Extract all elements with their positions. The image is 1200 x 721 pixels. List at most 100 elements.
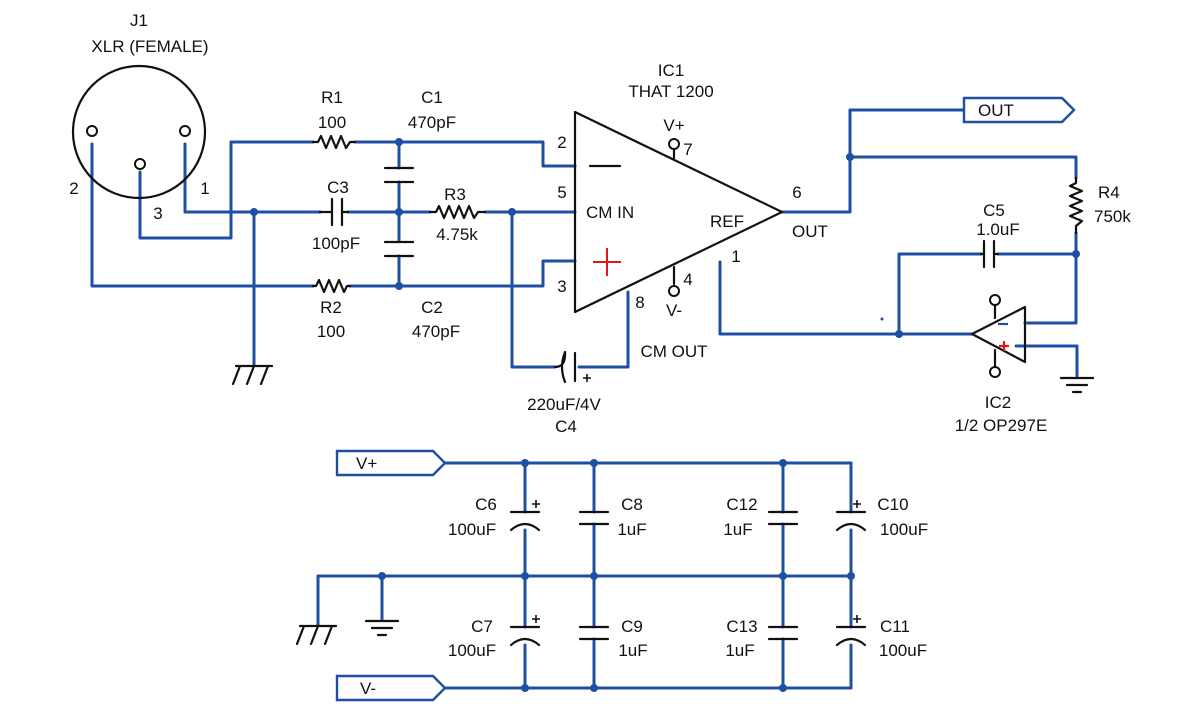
resistor-r2: R2 100 — [311, 278, 352, 341]
ic1-pin-7: 7 — [683, 140, 692, 159]
ic1-ref-label: REF — [710, 212, 744, 231]
ic2-ref: IC2 — [985, 393, 1011, 412]
junction-dot — [1072, 250, 1080, 258]
c5-value: 1.0uF — [976, 220, 1019, 239]
ground-icon — [364, 619, 400, 637]
capacitor-c6: C6 100uF — [448, 495, 541, 539]
xlr-pin-1 — [179, 125, 191, 137]
junction-dot — [508, 208, 516, 216]
ic1-pin-1: 1 — [731, 247, 740, 266]
junction-dot — [395, 282, 403, 290]
ground-icon — [1059, 376, 1095, 394]
ic1-vplus-label: V+ — [663, 116, 684, 135]
capacitor-c10: C10 100uF — [835, 495, 928, 539]
c10-ref: C10 — [877, 495, 908, 514]
junction-dot — [590, 459, 598, 467]
junction-dot — [779, 572, 787, 580]
j1-ref: J1 — [130, 11, 148, 30]
xlr-connector-j1: J1 XLR (FEMALE) 2 1 3 — [69, 11, 209, 223]
junction-dot — [395, 208, 403, 216]
c11-value: 100uF — [879, 641, 927, 660]
r2-value: 100 — [317, 322, 345, 341]
capacitor-c8: C8 1uF — [578, 495, 647, 539]
c13-value: 1uF — [725, 641, 754, 660]
capacitor-c7: C7 100uF — [448, 615, 541, 660]
ic2-part: 1/2 OP297E — [955, 416, 1048, 435]
port-out-label: OUT — [978, 101, 1014, 120]
junction-dot — [395, 138, 403, 146]
j1-type: XLR (FEMALE) — [91, 37, 208, 56]
ic1-that1200: IC1 THAT 1200 2 5 3 CM IN V+ 7 4 V- 6 OU… — [557, 61, 828, 361]
capacitor-c2: C2 470pF — [383, 240, 460, 341]
port-vminus-label: V- — [360, 679, 376, 698]
c2-ref: C2 — [421, 298, 443, 317]
c4-ref: C4 — [555, 417, 577, 436]
junction-dot — [779, 684, 787, 692]
port-out: OUT — [962, 96, 1076, 124]
r1-ref: R1 — [321, 88, 343, 107]
junction-dot — [895, 330, 903, 338]
c1-value: 470pF — [408, 113, 456, 132]
junction-dot — [590, 684, 598, 692]
ic1-out-label: OUT — [792, 222, 828, 241]
c3-ref: C3 — [327, 178, 349, 197]
c2-value: 470pF — [412, 322, 460, 341]
capacitor-c4: 220uF/4V C4 — [527, 350, 602, 436]
capacitor-c12: C12 1uF — [723, 495, 799, 539]
capacitor-c11: C11 100uF — [835, 615, 927, 660]
ic2-op297e: IC2 1/2 OP297E — [955, 294, 1048, 435]
ic1-ref: IC1 — [658, 61, 684, 80]
resistor-r1: R1 100 — [311, 88, 357, 150]
ic2-vplus-pin — [989, 294, 1001, 306]
c8-value: 1uF — [617, 520, 646, 539]
c9-ref: C9 — [621, 617, 643, 636]
c7-ref: C7 — [471, 617, 493, 636]
xlr-pin-1-label: 1 — [200, 179, 209, 198]
chassis-ground-icon — [231, 364, 274, 386]
port-vplus: V+ — [335, 449, 447, 477]
junction-dot — [378, 572, 386, 580]
xlr-pin-2-label: 2 — [69, 179, 78, 198]
r4-ref: R4 — [1098, 183, 1120, 202]
c9-value: 1uF — [618, 641, 647, 660]
ic1-vplus-pin — [668, 138, 680, 150]
junction-dot — [846, 153, 854, 161]
ic1-cmout-label: CM OUT — [640, 342, 707, 361]
capacitor-c13: C13 1uF — [725, 617, 799, 660]
capacitor-c9: C9 1uF — [578, 617, 648, 660]
c8-ref: C8 — [621, 495, 643, 514]
ic1-part: THAT 1200 — [628, 82, 713, 101]
port-vplus-label: V+ — [356, 454, 377, 473]
capacitor-c1: C1 470pF — [383, 88, 456, 184]
r4-value: 750k — [1094, 207, 1131, 226]
c6-value: 100uF — [448, 520, 496, 539]
xlr-pin-3-label: 3 — [153, 204, 162, 223]
c7-value: 100uF — [448, 641, 496, 660]
junction-dot — [521, 684, 529, 692]
c1-ref: C1 — [421, 88, 443, 107]
c12-ref: C12 — [726, 495, 757, 514]
c6-ref: C6 — [475, 495, 497, 514]
r2-ref: R2 — [320, 298, 342, 317]
junction-dot — [590, 572, 598, 580]
junction-dot — [847, 572, 855, 580]
ic1-pin-3: 3 — [557, 277, 566, 296]
ic1-vminus-pin — [668, 285, 680, 297]
c10-value: 100uF — [880, 520, 928, 539]
c13-ref: C13 — [726, 617, 757, 636]
c4-value: 220uF/4V — [527, 395, 601, 414]
c11-ref: C11 — [880, 617, 910, 636]
c12-value: 1uF — [723, 520, 752, 539]
resistor-r3: R3 4.75k — [428, 185, 487, 244]
junction-dot — [779, 459, 787, 467]
ic1-pin-8: 8 — [635, 293, 644, 312]
ic1-pin-4: 4 — [683, 270, 692, 289]
junctions — [250, 138, 1080, 692]
stray-mark — [880, 317, 884, 321]
ic2-vminus-pin — [989, 366, 1001, 378]
xlr-pin-2 — [86, 125, 98, 137]
ic1-pin-5: 5 — [557, 183, 566, 202]
r1-value: 100 — [318, 113, 346, 132]
c3-value: 100pF — [312, 234, 360, 253]
